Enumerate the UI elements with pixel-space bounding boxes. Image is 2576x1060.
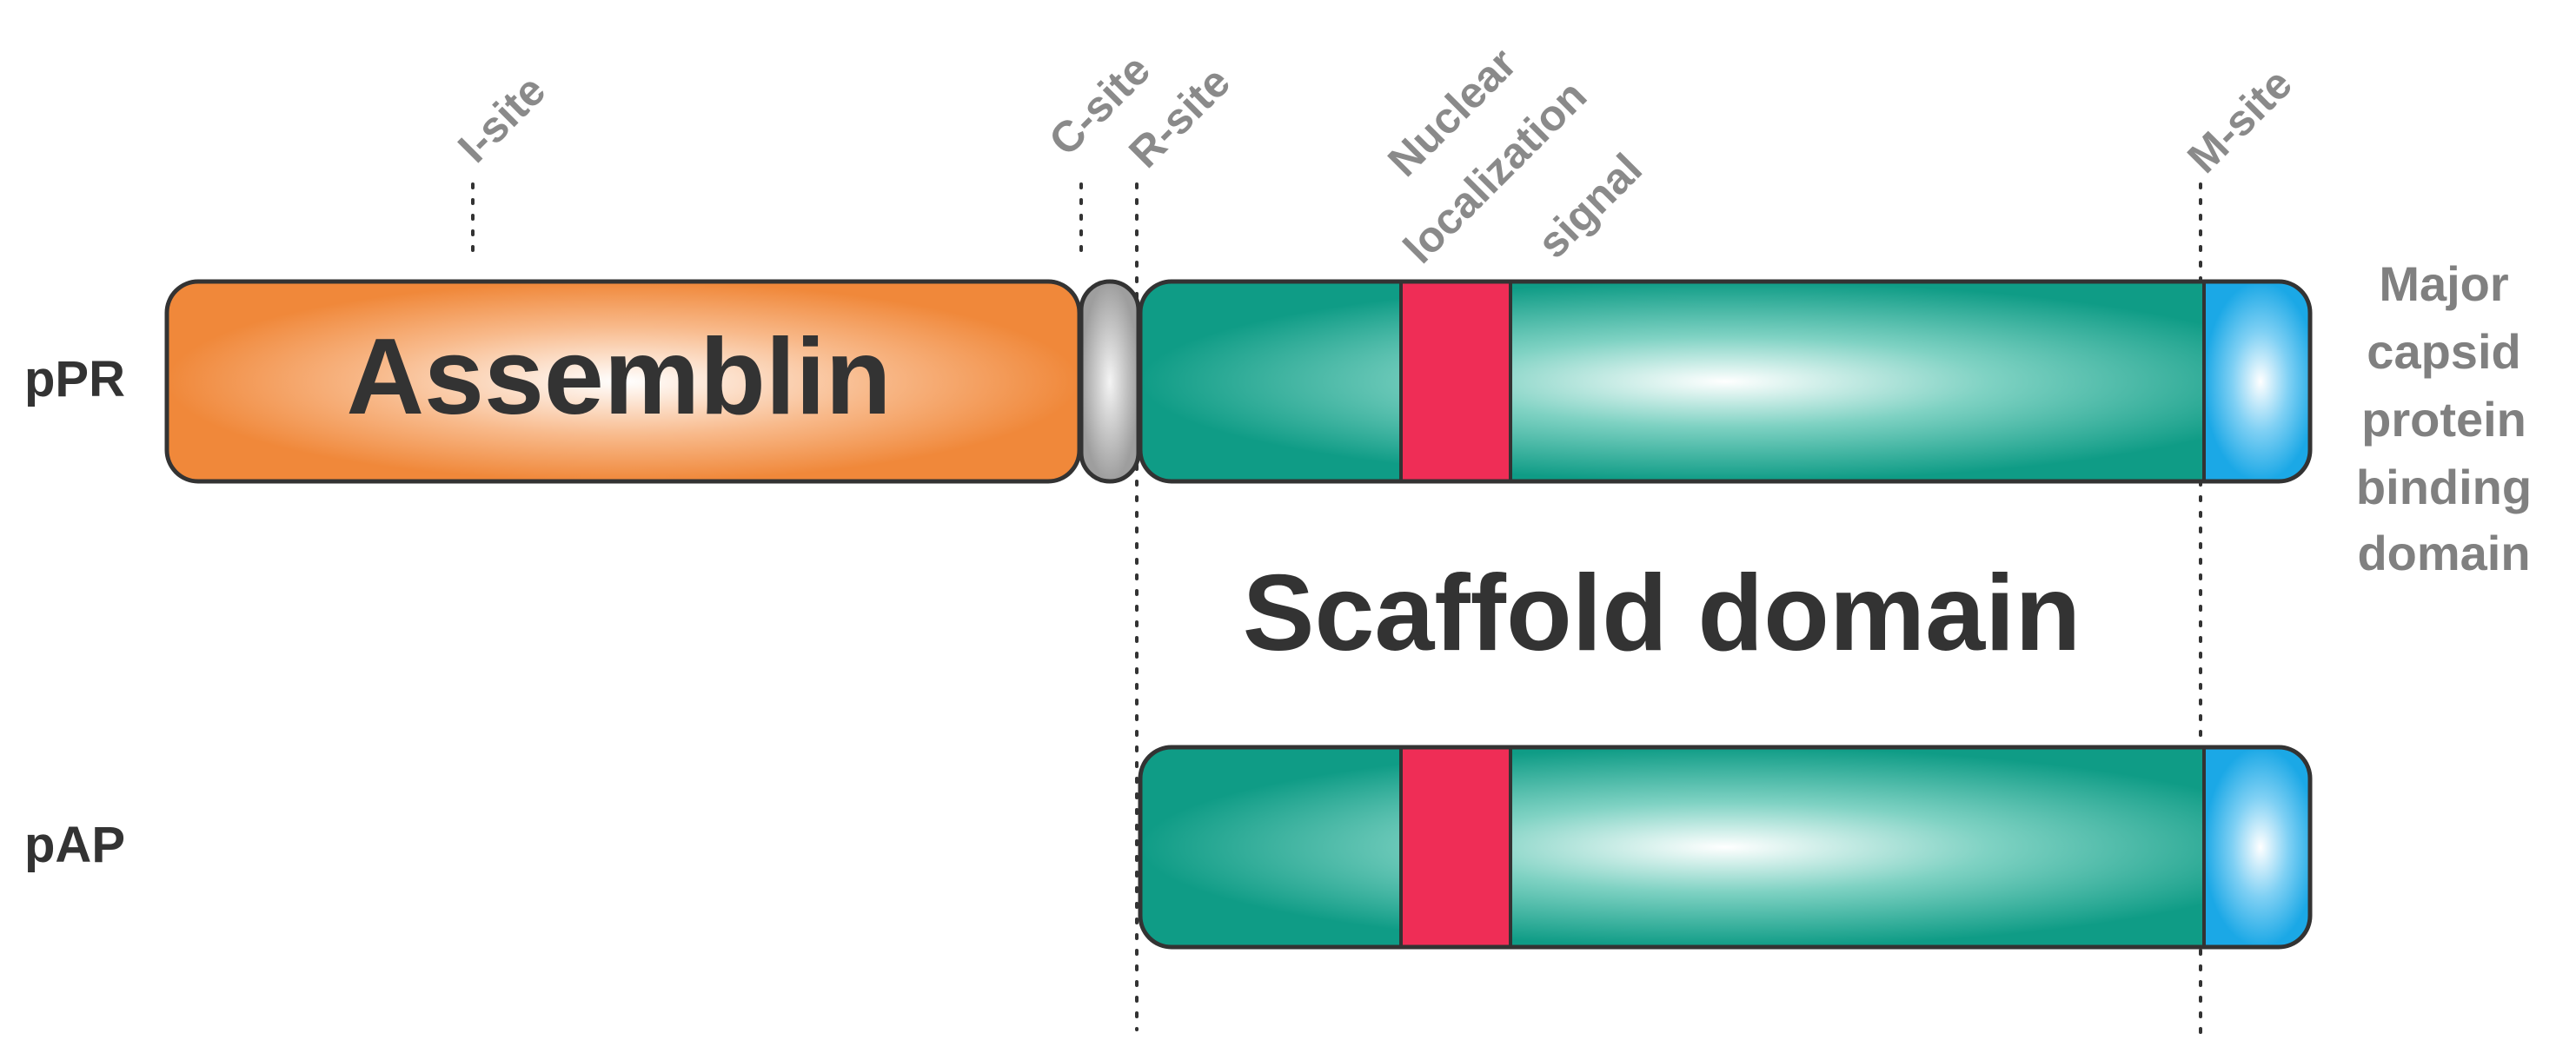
nls-segment [1399,282,1512,481]
nls-segment [1399,747,1512,947]
scaffold-body [1140,282,2310,481]
mcp-binding-line1: Major [2379,256,2508,311]
mcp-binding-segment [2202,282,2310,481]
mcp-binding-line3: protein [2361,392,2526,447]
pap-row-label: pAP [24,817,125,873]
mcp-binding-line2: capsid [2367,324,2520,379]
mcp-binding-segment [2202,747,2310,947]
assemblin-label: Assemblin [346,317,891,437]
nls-label-line3: signal [1528,144,1651,268]
pap-precursor [1138,745,2313,950]
i-site-label: I-site [448,66,554,172]
ppr-row-label: pPR [24,351,125,407]
scaffold-domain-label: Scaffold domain [1243,553,2081,673]
mcp-binding-line5: domain [2357,526,2530,580]
linker-segment [1079,279,1141,484]
ppr-precursor [164,279,2313,484]
mcp-binding-label: Major capsid protein binding domain [2356,256,2532,580]
m-site-label: M-site [2178,59,2301,182]
mcp-binding-line4: binding [2356,460,2532,514]
scaffold-body [1140,747,2310,947]
nls-label: Nuclear localization signal [1378,38,1651,272]
